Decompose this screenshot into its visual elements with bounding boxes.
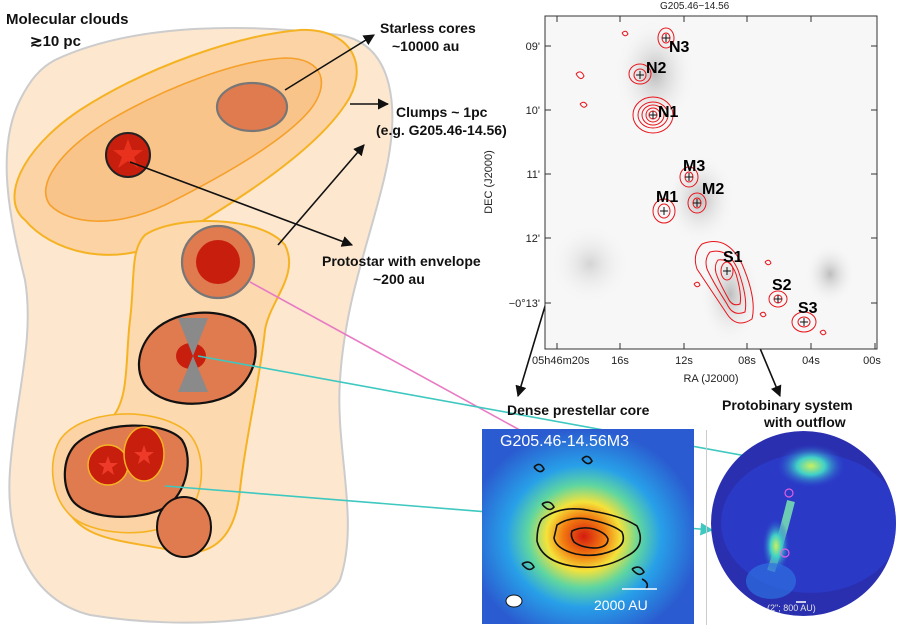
binary-title: Protobinary system: [722, 397, 853, 413]
source-label-n1: N1: [658, 104, 679, 121]
x-tick: 12s: [675, 355, 693, 367]
panel-separator: [706, 430, 707, 625]
source-label-n2: N2: [646, 60, 667, 77]
arrow-protostar: [129, 161, 354, 247]
dense-core-title: Dense prestellar core: [507, 402, 650, 418]
y-tick: 12': [526, 233, 540, 245]
bipolar-outflow-icon: [178, 318, 208, 392]
clumps-example: (e.g. G205.46-14.56): [376, 122, 507, 138]
x-tick: 04s: [802, 355, 820, 367]
source-label-m1: M1: [656, 189, 678, 206]
contour-map-title: G205.46−14.56: [660, 1, 730, 12]
source-label-s1: S1: [723, 249, 743, 266]
x-tick: 05h46m20s: [532, 355, 590, 367]
molecular-clouds-title: Molecular clouds: [6, 11, 129, 28]
x-tick: 08s: [738, 355, 756, 367]
x-axis-label: RA (J2000): [683, 373, 738, 385]
y-tick: −0°13': [509, 298, 540, 310]
starless-core-lower: [156, 496, 212, 558]
source-label-m3: M3: [683, 158, 705, 175]
star-icon: [134, 445, 154, 464]
starless-cores-title: Starless cores: [380, 20, 476, 36]
y-tick: 09': [526, 41, 540, 53]
binary-subtitle: with outflow: [764, 414, 846, 430]
star-icon: [98, 456, 118, 475]
molecular-clouds-size: ≳10 pc: [30, 33, 81, 50]
arrow-clump-map: [277, 144, 365, 246]
protostar-size: ~200 au: [373, 271, 425, 287]
dense-core-scale: 2000 AU: [594, 597, 648, 613]
source-label-s2: S2: [772, 277, 792, 294]
dense-core-panel: G205.46-14.56M3 2000 AU: [482, 429, 694, 624]
protobinary-panel: (2"; 800 AU): [711, 431, 896, 616]
starless-core: [215, 81, 289, 133]
y-tick: 11': [526, 169, 540, 181]
dense-core-panel-label: G205.46-14.56M3: [500, 433, 629, 450]
starless-cores-size: ~10000 au: [392, 38, 460, 54]
y-tick: 10': [526, 105, 540, 117]
contour-map: N3 N2 N1 M3 M2 M1 S1 S2 S3 09' 10' 11' 1…: [483, 15, 881, 385]
source-label-n3: N3: [669, 39, 690, 56]
outflow-protostar: [176, 343, 206, 369]
star-icon: [113, 139, 143, 168]
x-tick: 16s: [611, 355, 629, 367]
arrow-starless: [284, 34, 375, 91]
protostar-title: Protostar with envelope: [322, 253, 481, 269]
protostar-core: [196, 240, 240, 284]
source-label-m2: M2: [702, 181, 724, 198]
y-axis-label: DEC (J2000): [483, 150, 495, 214]
x-tick: 00s: [863, 355, 881, 367]
binary-scale: (2"; 800 AU): [767, 603, 816, 613]
source-label-s3: S3: [798, 300, 818, 317]
clumps-title: Clumps ~ 1pc: [396, 104, 488, 120]
